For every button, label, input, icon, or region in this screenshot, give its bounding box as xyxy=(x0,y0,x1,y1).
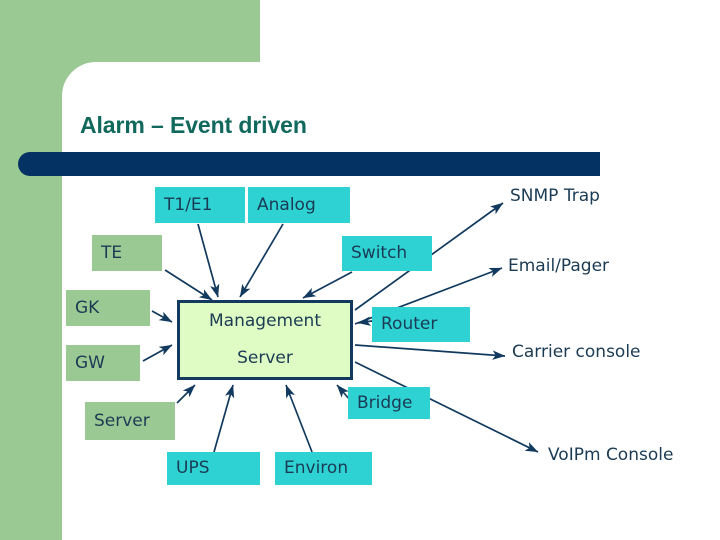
node-label: UPS xyxy=(176,458,210,478)
output-label-carrier-console[interactable]: Carrier console xyxy=(512,342,641,362)
node-te[interactable]: TE xyxy=(92,235,162,271)
page-title: Alarm – Event driven xyxy=(80,112,307,138)
output-label-email-pager[interactable]: Email/Pager xyxy=(508,256,610,276)
node-analog[interactable]: Analog xyxy=(248,187,350,223)
node-label: Router xyxy=(381,314,438,334)
node-label: T1/E1 xyxy=(164,194,213,215)
output-label-snmp-trap[interactable]: SNMP Trap xyxy=(510,186,600,206)
arrow-ups-to-hub xyxy=(213,384,235,453)
arrow-analog-to-hub xyxy=(239,223,284,298)
arrow-environ-to-hub xyxy=(285,384,313,453)
output-label-voipm-console[interactable]: VoIPm Console xyxy=(548,445,674,465)
arrow-gk-to-hub xyxy=(151,310,173,323)
node-label: TE xyxy=(101,242,123,263)
title-accent-bar xyxy=(18,152,600,176)
node-management-server[interactable]: Management Server xyxy=(177,300,353,380)
node-bridge[interactable]: Bridge xyxy=(348,387,430,419)
arrow-gw-to-hub xyxy=(142,344,173,362)
hub-label-line-1: Management xyxy=(209,311,321,331)
node-switch[interactable]: Switch xyxy=(342,236,432,271)
node-t1-e1[interactable]: T1/E1 xyxy=(155,187,245,223)
node-label: Bridge xyxy=(357,392,413,413)
node-server[interactable]: Server xyxy=(85,402,175,440)
arrow-te-to-hub xyxy=(164,269,213,301)
hub-label-line-2: Server xyxy=(237,348,293,368)
arrow-server-to-hub xyxy=(176,384,196,404)
node-label: Switch xyxy=(351,243,408,263)
node-ups[interactable]: UPS xyxy=(167,452,260,485)
arrow-switch-to-hub xyxy=(302,271,353,299)
node-environ[interactable]: Environ xyxy=(275,452,372,485)
node-label: GK xyxy=(75,297,100,318)
node-label: Environ xyxy=(284,458,349,478)
node-gw[interactable]: GW xyxy=(66,345,140,381)
node-router[interactable]: Router xyxy=(372,307,470,342)
node-label: GW xyxy=(75,352,105,373)
arrow-t1e1-to-hub xyxy=(197,223,220,298)
arrow-hub-to-carrier-console xyxy=(354,344,506,360)
node-label: Analog xyxy=(257,194,316,215)
node-gk[interactable]: GK xyxy=(66,290,150,326)
node-label: Server xyxy=(94,410,150,431)
